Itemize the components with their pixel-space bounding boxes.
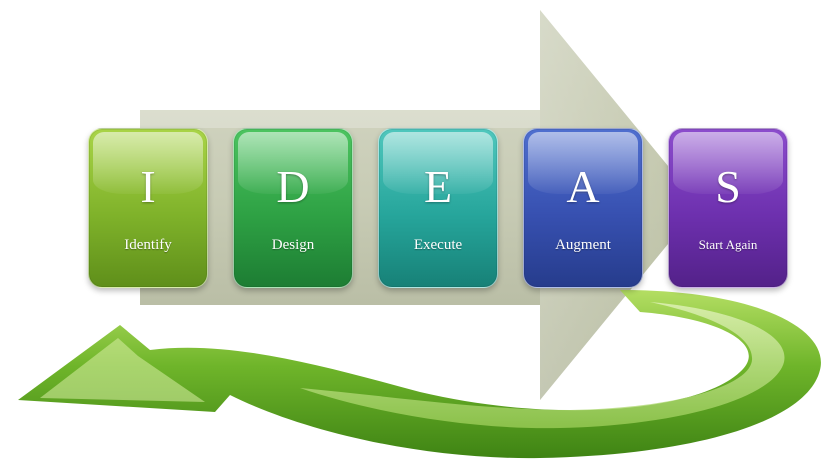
step-augment: A Augment xyxy=(523,128,643,288)
step-label: Execute xyxy=(413,237,463,253)
step-label: Design xyxy=(271,237,315,253)
step-execute: E Execute xyxy=(378,128,498,288)
step-letter: E xyxy=(423,161,453,212)
step-label: Identify xyxy=(124,237,172,253)
curved-return-arrow-icon xyxy=(18,290,821,459)
step-letter: S xyxy=(715,161,741,212)
step-design: D Design xyxy=(233,128,353,288)
step-identify: I Identify xyxy=(88,128,208,288)
step-letter: D xyxy=(276,161,310,212)
step-letter: I xyxy=(140,161,156,212)
step-label: Augment xyxy=(555,237,611,253)
step-label: Start Again xyxy=(698,237,758,252)
step-start-again: S Start Again xyxy=(668,128,788,288)
step-letter: A xyxy=(566,161,600,212)
